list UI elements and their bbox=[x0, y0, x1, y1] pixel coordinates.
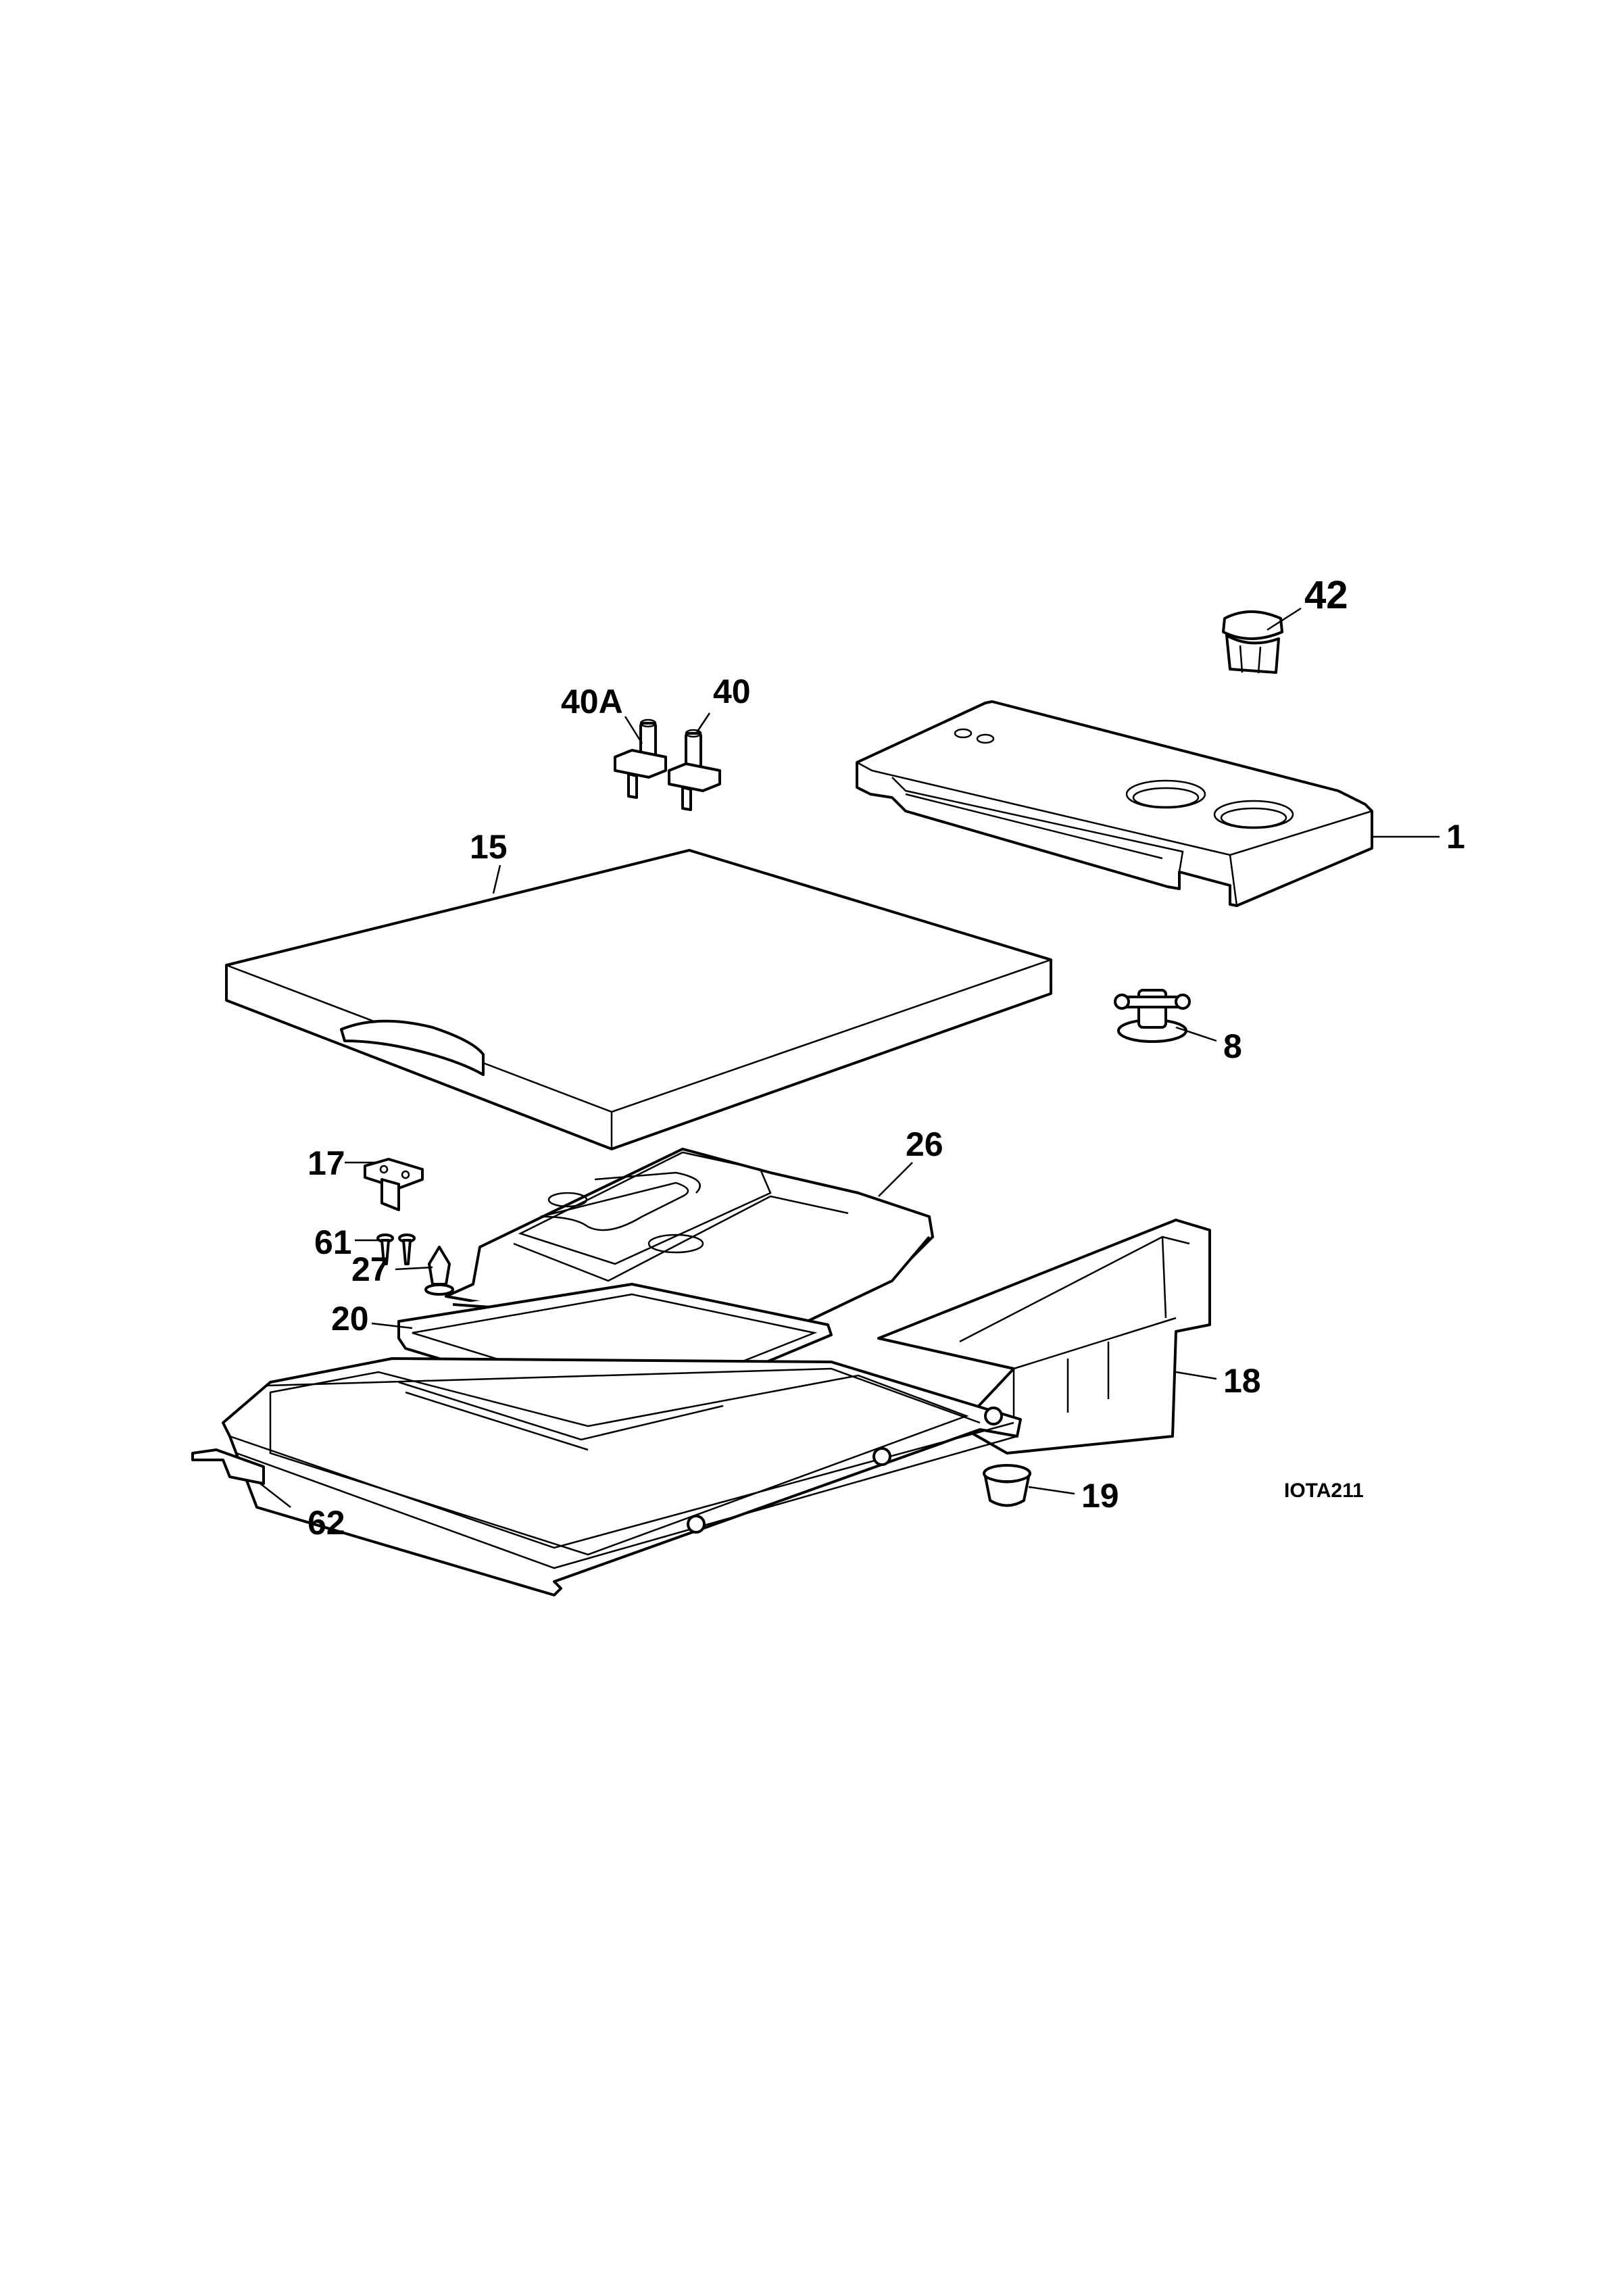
part-62-tab bbox=[191, 1448, 265, 1485]
part-61-screws bbox=[376, 1234, 416, 1265]
label-20: 20 bbox=[331, 1300, 369, 1338]
label-40a: 40A bbox=[561, 683, 623, 720]
label-8: 8 bbox=[1223, 1027, 1242, 1065]
part-27-clip bbox=[424, 1246, 454, 1296]
part-19-grommet bbox=[983, 1464, 1031, 1507]
part-18-channel bbox=[877, 1219, 1211, 1455]
leader-lines bbox=[260, 607, 1440, 1508]
label-17: 17 bbox=[308, 1144, 345, 1182]
label-1: 1 bbox=[1446, 818, 1465, 856]
part-8-valve bbox=[1114, 989, 1191, 1043]
drawing-code: IOTA211 bbox=[1284, 1480, 1364, 1502]
part-42-knob bbox=[1222, 610, 1283, 674]
part-labels: 42 1 8 15 40A 40 17 61 26 27 20 18 19 62… bbox=[308, 573, 1465, 1542]
label-26: 26 bbox=[906, 1125, 943, 1163]
label-42: 42 bbox=[1304, 573, 1348, 617]
part-40-switch bbox=[668, 729, 721, 811]
label-15: 15 bbox=[470, 828, 508, 866]
label-40: 40 bbox=[713, 673, 751, 710]
label-27: 27 bbox=[351, 1250, 389, 1288]
part-15-worktop bbox=[225, 849, 1052, 1150]
label-18: 18 bbox=[1223, 1362, 1261, 1400]
part-40a-switch bbox=[614, 718, 667, 799]
part-17-bracket bbox=[364, 1158, 424, 1211]
base-tray bbox=[222, 1357, 1022, 1596]
label-61: 61 bbox=[314, 1223, 352, 1261]
label-62: 62 bbox=[308, 1504, 345, 1542]
label-19: 19 bbox=[1081, 1477, 1119, 1515]
part-1-control-panel bbox=[856, 700, 1373, 907]
